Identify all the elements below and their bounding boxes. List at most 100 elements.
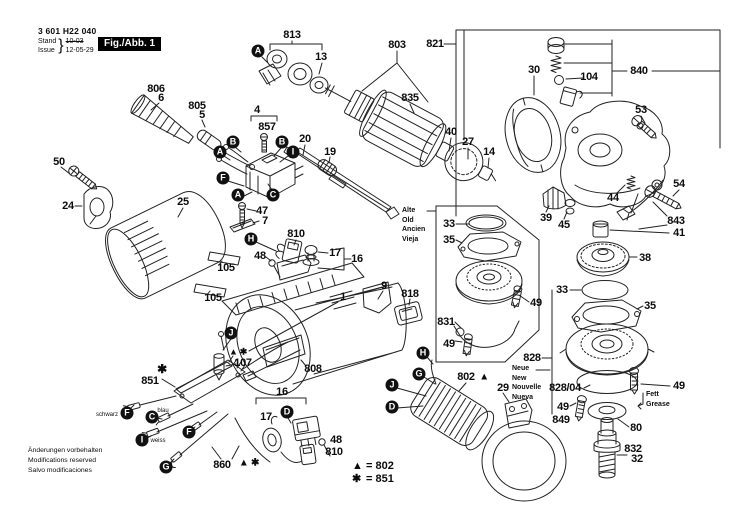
old-flange-assembly-drawing — [453, 214, 523, 348]
screw-54-drawing — [644, 185, 682, 210]
fan-guard-drawing — [504, 97, 562, 173]
star-symbol: ✱ — [352, 472, 362, 485]
part-label-sym: ▲ ✱ — [228, 346, 248, 357]
button-818-drawing — [394, 301, 423, 326]
part-label-17: 17 — [260, 411, 272, 423]
figure-label: Fig./Abb. 1 — [98, 37, 162, 51]
part-label-813: 813 — [283, 29, 301, 41]
new-version-note-line: Neue — [512, 365, 530, 372]
part-label-805: 805 — [188, 100, 206, 112]
part-label-19: 19 — [324, 146, 336, 158]
stand-issue-block: Stand Issue } 10-03 12-05-29 — [38, 38, 94, 55]
nameplate-808-drawing — [262, 334, 306, 368]
letter-marker-G: G — [412, 367, 426, 381]
part-label-5: 5 — [199, 109, 205, 121]
part-label-803: 803 — [388, 39, 406, 51]
part-label-840: 840 — [630, 65, 648, 77]
footer-notes-line: Salvo modificaciones — [28, 467, 92, 474]
wire-label-schwarz: schwarz — [95, 412, 119, 418]
part-label-860: 860 — [213, 459, 231, 471]
letter-marker-F: F — [216, 171, 230, 185]
part-label-49: 49 — [443, 338, 455, 350]
letter-marker-G: G — [159, 460, 173, 474]
letter-marker-B: B — [226, 135, 240, 149]
part-label-16: 16 — [351, 253, 363, 265]
old-version-note-line: Vieja — [402, 235, 419, 243]
part-label-857: 857 — [258, 121, 276, 133]
part-label-48: 48 — [330, 434, 342, 446]
letter-marker-B: B — [275, 135, 289, 149]
letter-marker-A: A — [213, 145, 227, 159]
letter-marker-J: J — [385, 378, 399, 392]
bearing-set-813-drawing — [258, 49, 329, 94]
part-label-44: 44 — [607, 192, 619, 204]
screw-49-old-right-drawing — [510, 285, 523, 309]
part-label-105: 105 — [204, 292, 222, 304]
gear-housing-drawing — [560, 100, 671, 208]
symbol-legend: ▲= 802 ✱ = 851 — [352, 460, 394, 485]
old-version-note-line: Ancien — [402, 226, 426, 233]
part-label-35: 35 — [644, 300, 656, 312]
footer-notes-line: Änderungen vorbehalten — [28, 447, 103, 454]
leader-lines-top — [261, 29, 721, 258]
part-label-831: 831 — [437, 316, 455, 328]
part-label-17: 17 — [329, 247, 341, 259]
triangle-symbol: ▲ — [352, 460, 363, 472]
part-label-33: 33 — [556, 284, 568, 296]
grease-note-line: Fett — [646, 391, 659, 398]
legend-row-triangle: ▲= 802 — [352, 460, 394, 473]
part-label-27: 27 — [462, 136, 474, 148]
screw-47-drawing — [229, 202, 256, 233]
issue-value: 12-05-29 — [65, 46, 94, 54]
part-label-24: 24 — [62, 200, 74, 212]
stand-issue-labels: Stand Issue — [38, 38, 56, 55]
part-label-38: 38 — [639, 252, 651, 264]
part-label-20: 20 — [299, 133, 311, 145]
issue-label: Issue — [38, 46, 55, 54]
letter-marker-I: I — [286, 145, 300, 159]
pinion-drawing — [542, 186, 576, 215]
stand-value: 10-03 — [65, 38, 84, 45]
field-stator-drawing — [410, 359, 495, 451]
letter-marker-C: C — [266, 188, 280, 202]
stand-issue-values: 10-03 12-05-29 — [66, 38, 94, 55]
plate-24-drawing — [83, 186, 114, 229]
slider-bar-drawing — [283, 146, 400, 220]
ribbed-plate-drawing — [221, 262, 365, 316]
screw-53-drawing — [631, 115, 657, 139]
part-label-45: 45 — [558, 219, 570, 231]
screw-50-drawing — [68, 165, 98, 190]
legend-row2-text: = 851 — [366, 472, 394, 485]
part-label-13: 13 — [315, 51, 327, 63]
letter-marker-F: F — [120, 406, 134, 420]
part-label-41: 41 — [673, 227, 685, 239]
brush-set-drawing — [547, 37, 583, 107]
part-label-828sym04: 828/04 — [549, 382, 581, 394]
cord-drawing — [130, 94, 255, 170]
bevel-gear-drawing — [576, 241, 630, 277]
part-label-40: 40 — [445, 126, 457, 138]
grease-note-line: Grease — [646, 400, 670, 408]
part-label-849: 849 — [552, 414, 570, 426]
legend-row-star: ✱ = 851 — [352, 473, 394, 486]
insulation-strips-drawing — [193, 251, 241, 298]
new-flange-column-drawing — [559, 280, 655, 420]
part-label-49: 49 — [530, 297, 542, 309]
letter-marker-D: D — [280, 405, 294, 419]
old-version-note-line: Old — [402, 216, 414, 224]
old-version-box — [435, 205, 540, 363]
part-label-16: 16 — [276, 386, 288, 398]
screw-49-old-bottom-drawing — [462, 333, 473, 357]
part-label-80: 80 — [630, 422, 642, 434]
part-label-30: 30 — [528, 64, 540, 76]
housing-cap-drawing — [105, 191, 226, 300]
screw-49-849-drawing — [574, 395, 587, 422]
module-851-drawing — [173, 331, 257, 404]
wire-label-weiss: weiss — [150, 438, 166, 444]
part-label-832: 832 — [624, 443, 642, 455]
motor-housing-drawing — [225, 282, 407, 396]
